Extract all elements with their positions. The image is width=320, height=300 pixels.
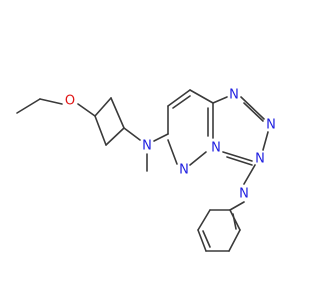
canvas-background (0, 0, 300, 300)
bond-12 (167, 89, 191, 107)
double-bond-4 (226, 156, 253, 166)
bond-15 (189, 151, 207, 166)
double-bond-5 (202, 230, 211, 248)
bond-16 (167, 139, 178, 165)
atom-label-nitrogen-triazole-2: N (266, 118, 276, 133)
atom-label-oxygen-ether: O (65, 94, 75, 109)
bond-3 (77, 103, 96, 117)
bond-18 (240, 96, 265, 120)
bond-21 (243, 164, 256, 185)
bond-6 (105, 127, 125, 146)
bond-25 (197, 229, 207, 252)
bond-27 (228, 229, 241, 252)
bond-17 (212, 96, 228, 104)
bond-4 (94, 97, 112, 117)
double-bond-3 (243, 102, 264, 122)
atom-label-nitrogen-amine: N (142, 139, 152, 154)
bond-13 (189, 89, 214, 104)
bond-20 (222, 151, 253, 162)
bond-22 (229, 201, 245, 211)
bond-24 (197, 209, 211, 231)
bond-5 (110, 97, 125, 129)
atom-label-nitrogen-pyridazine: N (179, 163, 189, 178)
bond-10 (153, 133, 169, 142)
bond-2 (39, 98, 63, 105)
atom-label-nitrogen-triazole-1: N (229, 88, 239, 103)
bond-8 (123, 127, 141, 141)
atom-label-nitrogen-triazole-3: N (255, 152, 265, 167)
atom-label-layer: O N N N N N N N (65, 88, 276, 202)
bond-layer (16, 89, 269, 252)
bond-1 (16, 98, 41, 114)
bond-19 (262, 131, 269, 151)
double-bond-6 (232, 213, 237, 230)
bond-7 (94, 115, 107, 146)
atom-label-nitrogen-pyridine: N (239, 187, 249, 202)
molecule-structure-diagram: O N N N N N N N (0, 0, 300, 300)
atom-label-nitrogen-bridge: N (211, 141, 221, 156)
double-bond-1 (172, 95, 191, 109)
